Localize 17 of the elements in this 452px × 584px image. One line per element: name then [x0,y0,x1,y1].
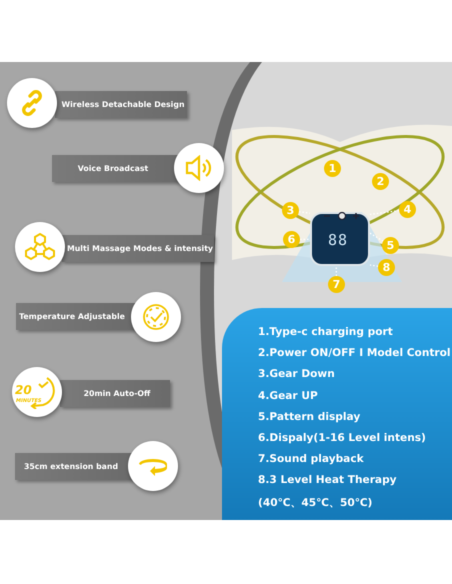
feature-list-item: 5.Pattern display [258,410,360,423]
leader-line [370,232,384,242]
leader-line [370,210,400,216]
feature-list-item: 3.Gear Down [258,368,335,380]
leader-line [370,264,378,267]
leader-line [300,238,310,240]
control-panel-screen [310,212,370,266]
display-digits: 88 [328,231,348,249]
feature-list-item: 2.Power ON/OFF I Model Control [258,347,451,360]
feature-list-item: (40℃、45℃、50℃) [258,496,372,510]
leader-line [336,266,337,276]
timer-number: 20 [15,383,32,397]
feature-list-item: 8.3 Level Heat Therapy [258,474,397,486]
feature-list-item: 1.Type-c charging port [258,326,393,338]
feature-list-item: 4.Gear UP [258,390,318,402]
feature-list-item: 7.Sound playback [258,453,364,466]
feature-list-item: 6.Dispaly(1-16 Level intens) [258,432,426,444]
